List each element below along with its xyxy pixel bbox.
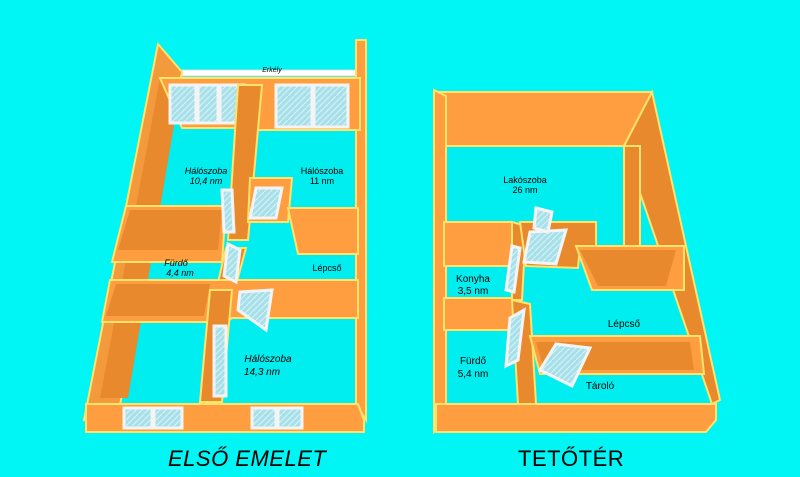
label-room-at-3-name: Fürdő [460,356,487,367]
label-room-at-4-name: Tároló [586,381,615,392]
door-bedroom-lower [236,288,274,333]
label-room-at-0-name: Lakószoba [503,175,547,185]
first-floor-plan: Erkély Hálószoba 10,4 nm Hálószoba 11 nm… [82,39,367,433]
attic-door-storage [537,342,593,389]
balcony-windows [168,83,350,129]
door-bathroom [222,241,242,285]
label-room-ff-0-area: 10,4 nm [190,176,223,186]
label-room-ff-2-area: 4,4 nm [166,268,194,278]
attic-kitchen-wall [443,221,518,267]
closet-door [248,186,284,220]
caption-first-floor: ELSŐ EMELET [168,446,327,471]
door-bedroom-left [220,188,236,234]
front-windows [122,406,304,430]
attic-door-living [532,206,554,234]
attic-door-bath [504,307,526,369]
label-room-ff-4-name: Hálószoba [244,354,292,365]
attic-plan: Lakószoba 26 nm Konyha 3,5 nm Lépcső Für… [433,88,722,435]
attic-door-kitchen [504,244,522,294]
attic-stair-face [580,250,676,286]
label-room-ff-2-name: Fürdő [164,258,189,268]
attic-right-wall-top [623,145,641,249]
attic-wardrobe-door [522,228,569,266]
label-room-at-0-area: 26 nm [512,185,537,195]
first-floor-central-wall [226,84,264,241]
label-room-ff-1-area: 11 nm [310,176,334,186]
label-room-ff-0-name: Hálószoba [185,166,228,176]
label-room-at-1-area: 3,5 nm [458,286,489,297]
label-room-at-1-name: Konyha [456,274,490,285]
label-room-at-3-area: 5,4 nm [458,369,489,380]
label-room-ff-3-name: Lépcső [312,263,341,273]
attic-front-wall [435,403,717,433]
attic-top-wall [434,91,654,147]
attic-bath-wall [443,297,518,331]
door-arched [212,324,228,398]
label-room-ff-1-name: Hálószoba [301,166,344,176]
first-floor-mid-wall-face [118,210,222,250]
first-floor-lower-wall-face [106,284,210,316]
label-balcony: Erkély [262,67,282,74]
label-room-ff-4-area: 14,3 nm [244,367,280,378]
stair-wall [286,207,359,255]
label-room-at-2-name: Lépcső [608,319,641,330]
caption-attic: TETŐTÉR [518,446,625,471]
